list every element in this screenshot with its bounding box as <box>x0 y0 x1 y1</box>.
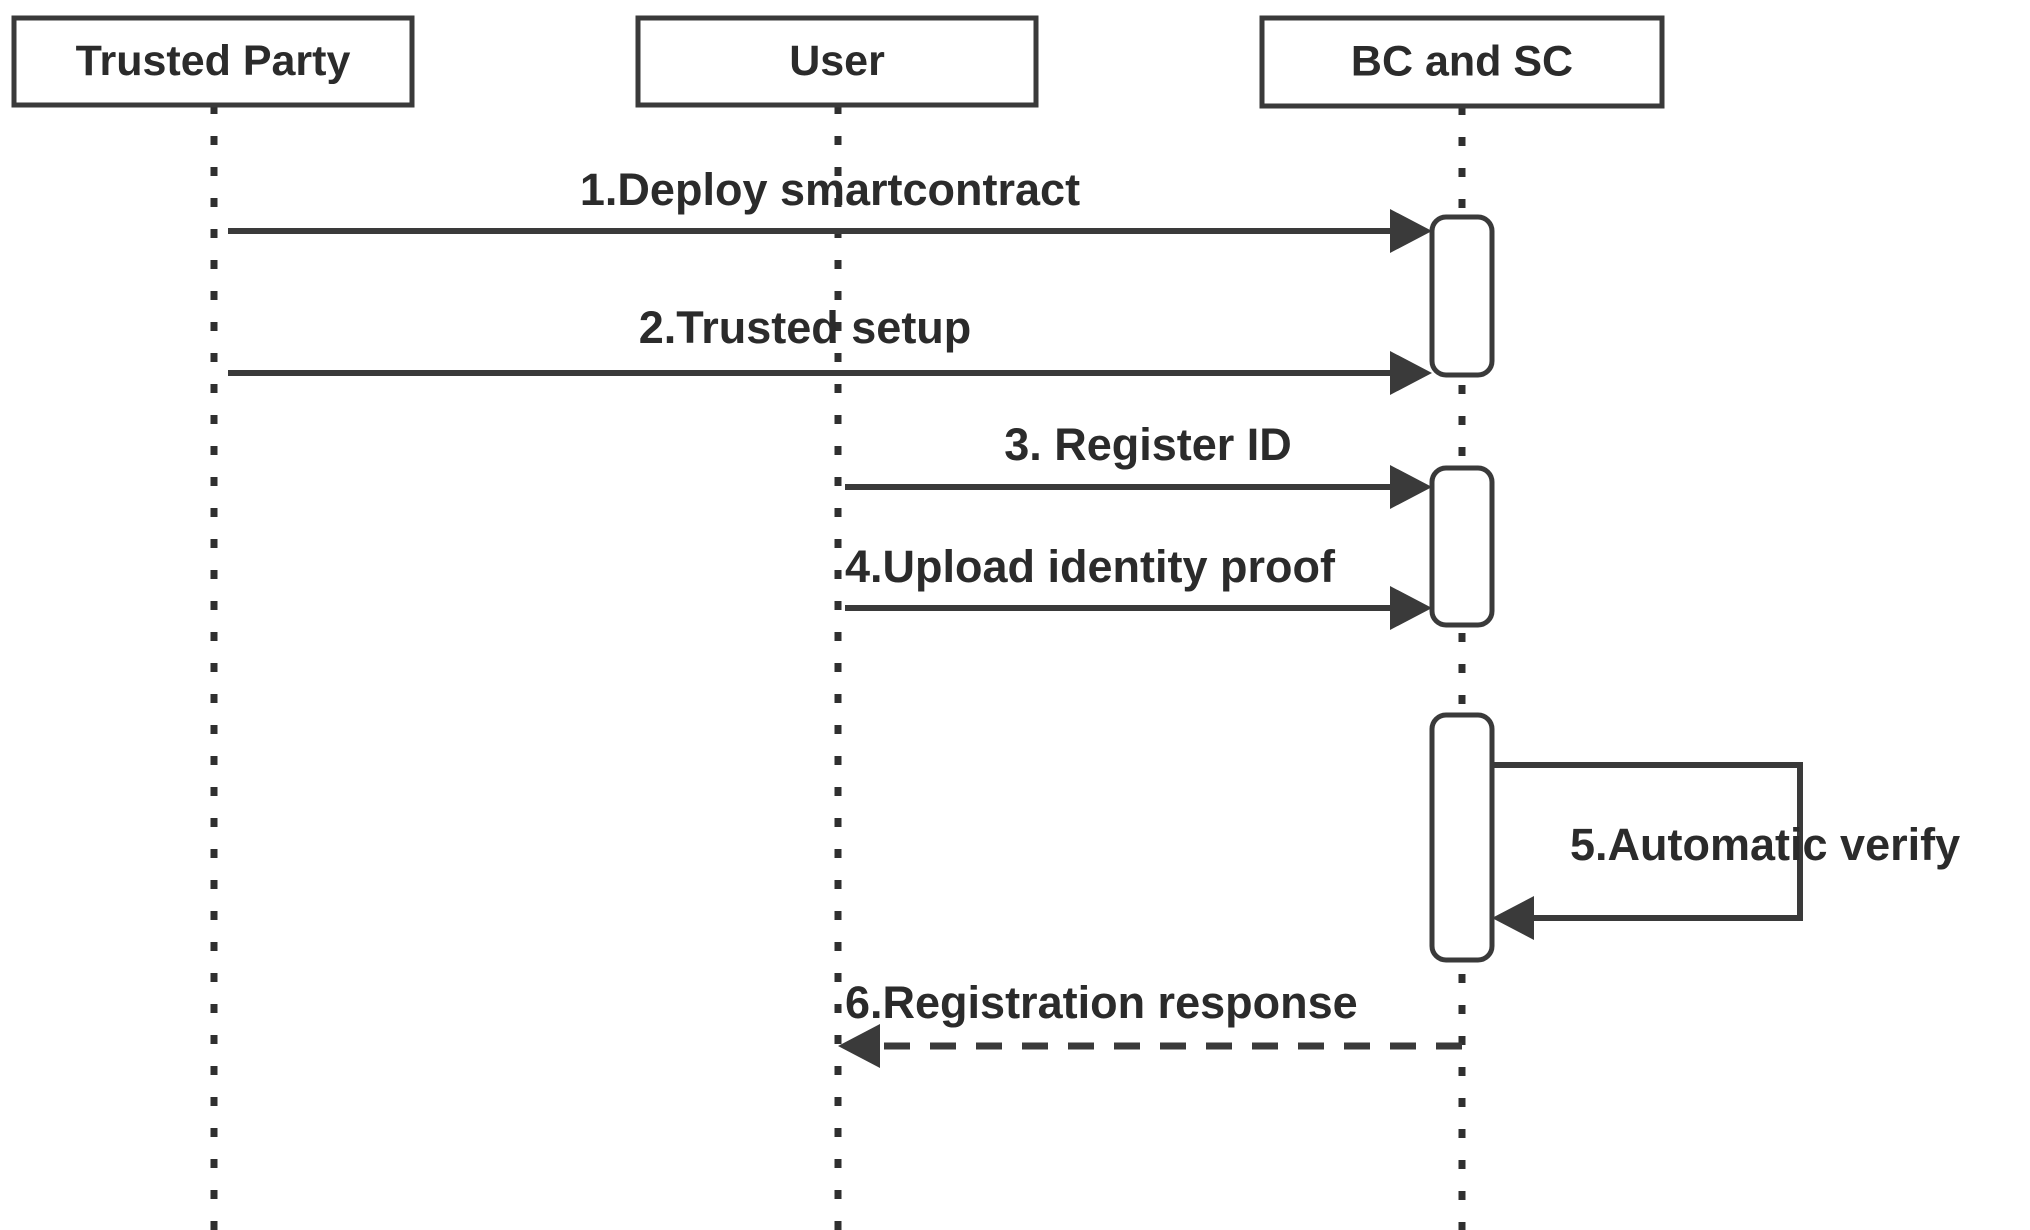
message-3-arrowhead <box>1390 465 1432 509</box>
message-4-label: 4.Upload identity proof <box>845 541 1336 592</box>
message-2-label: 2.Trusted setup <box>639 302 972 353</box>
participant-label-bc-and-sc: BC and SC <box>1351 37 1573 85</box>
message-5-arrowhead <box>1492 896 1534 940</box>
participant-box-bc-and-sc[interactable] <box>1259 15 1665 109</box>
message-6-arrowhead <box>838 1024 880 1068</box>
message-5-automatic-verify[interactable]: 5.Automatic verify <box>1492 762 1960 940</box>
message-6-registration-response[interactable]: 6.Registration response <box>838 977 1462 1068</box>
message-1-arrowhead <box>1390 209 1432 253</box>
lifelines-layer <box>210 105 1466 1230</box>
activation-box-1[interactable] <box>1429 214 1495 378</box>
message-6-label: 6.Registration response <box>845 977 1358 1028</box>
participant-box-user[interactable] <box>635 15 1039 108</box>
message-1-label: 1.Deploy smartcontract <box>580 164 1080 215</box>
message-2-trusted-setup[interactable]: 2.Trusted setup <box>228 302 1432 395</box>
participant-headers-layer: Trusted Party User BC and SC <box>11 15 1665 109</box>
participant-label-user: User <box>789 37 885 85</box>
message-1-deploy-smartcontract[interactable]: 1.Deploy smartcontract <box>228 164 1432 253</box>
message-3-label: 3. Register ID <box>1004 419 1292 470</box>
message-2-arrowhead <box>1390 351 1432 395</box>
message-5-label: 5.Automatic verify <box>1570 819 1960 870</box>
participant-label-trusted-party: Trusted Party <box>76 37 351 85</box>
activation-box-3[interactable] <box>1429 712 1495 963</box>
message-3-register-id[interactable]: 3. Register ID <box>845 419 1432 509</box>
message-5-selfloop-path <box>1492 762 1803 921</box>
participant-box-trusted-party[interactable] <box>11 15 415 108</box>
activation-box-2[interactable] <box>1429 465 1495 628</box>
message-4-arrowhead <box>1390 586 1432 630</box>
message-4-upload-identity-proof[interactable]: 4.Upload identity proof <box>845 541 1432 630</box>
